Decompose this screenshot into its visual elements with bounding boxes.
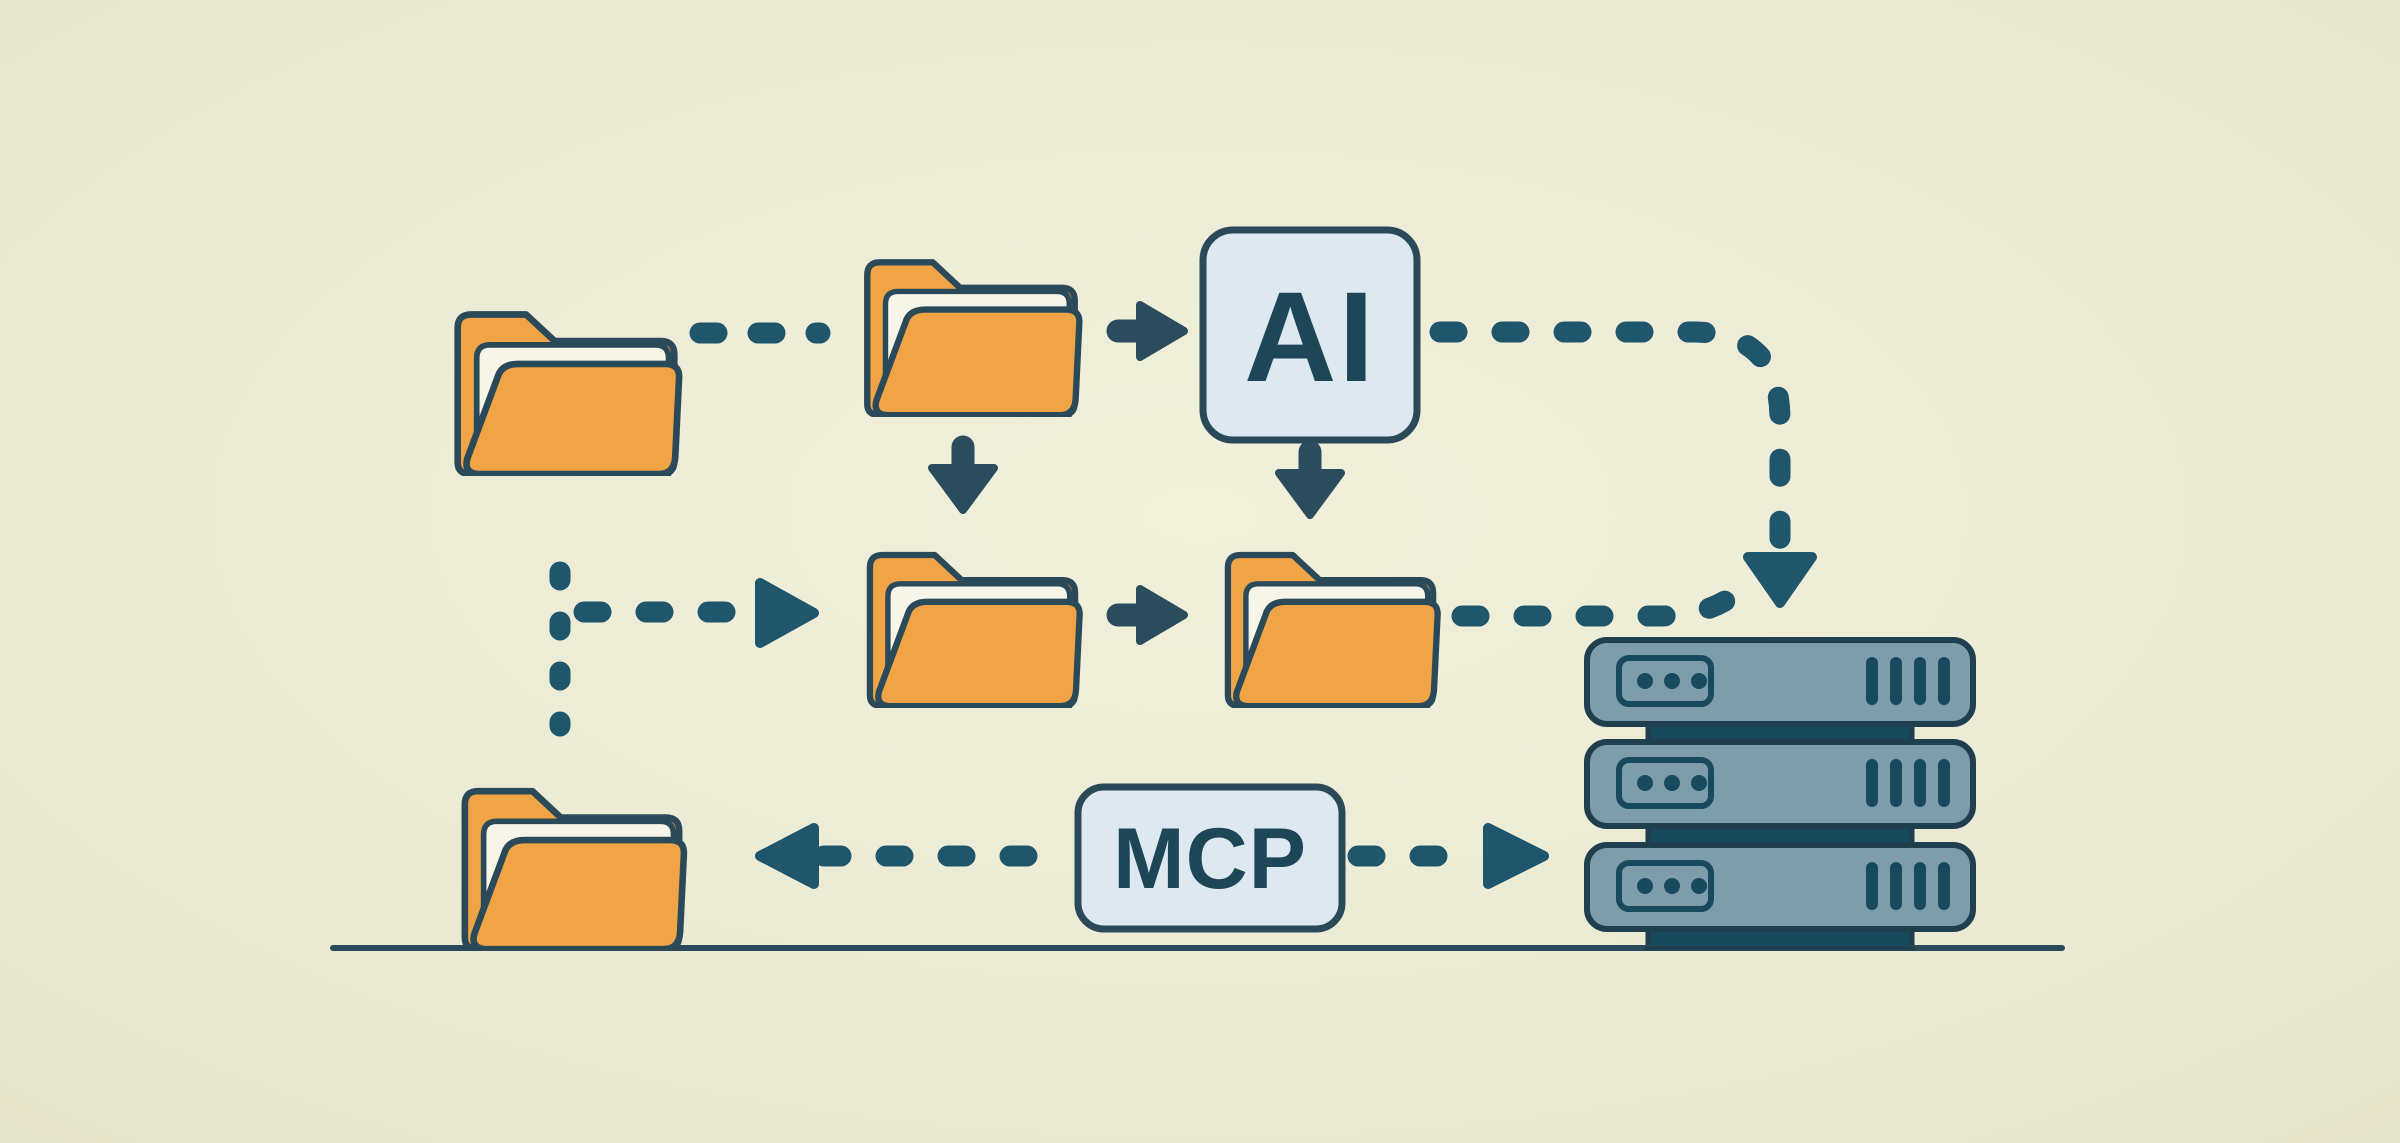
mcp-chip-label: MCP <box>1113 811 1307 907</box>
solid-arrow-folder4-to-folder5 <box>1106 585 1188 645</box>
mcp-chip-icon: MCP <box>1074 783 1346 933</box>
server-unit-2 <box>1584 739 1976 829</box>
solid-arrow-folder2-down <box>928 435 998 514</box>
server-unit-3 <box>1584 842 1976 932</box>
server-unit-1 <box>1584 637 1976 727</box>
dashed-line-ai-to-server <box>1429 321 1791 563</box>
arrowhead-right-into-folder4-icon <box>755 578 819 648</box>
ai-chip-label: AI <box>1244 266 1376 409</box>
folder-icon-top-left <box>458 315 679 475</box>
folder-icon-top-middle <box>867 262 1079 415</box>
dashed-line-folder5-to-server <box>1451 561 1766 627</box>
solid-arrow-ai-down <box>1275 440 1345 519</box>
ai-chip-icon: AI <box>1199 226 1421 444</box>
ai-chip-box <box>1199 226 1421 444</box>
server-stack-icon <box>1584 637 1976 951</box>
folder-icon-middle-left <box>870 555 1080 706</box>
mcp-chip-box <box>1074 783 1346 933</box>
folder-icon-middle-right <box>1228 555 1438 706</box>
solid-arrow-folder2-to-ai <box>1106 301 1188 361</box>
arrowhead-right-into-server-icon <box>1483 823 1549 889</box>
arrowhead-down-into-server-icon <box>1743 552 1817 608</box>
folder-icon-bottom-left <box>465 791 684 949</box>
